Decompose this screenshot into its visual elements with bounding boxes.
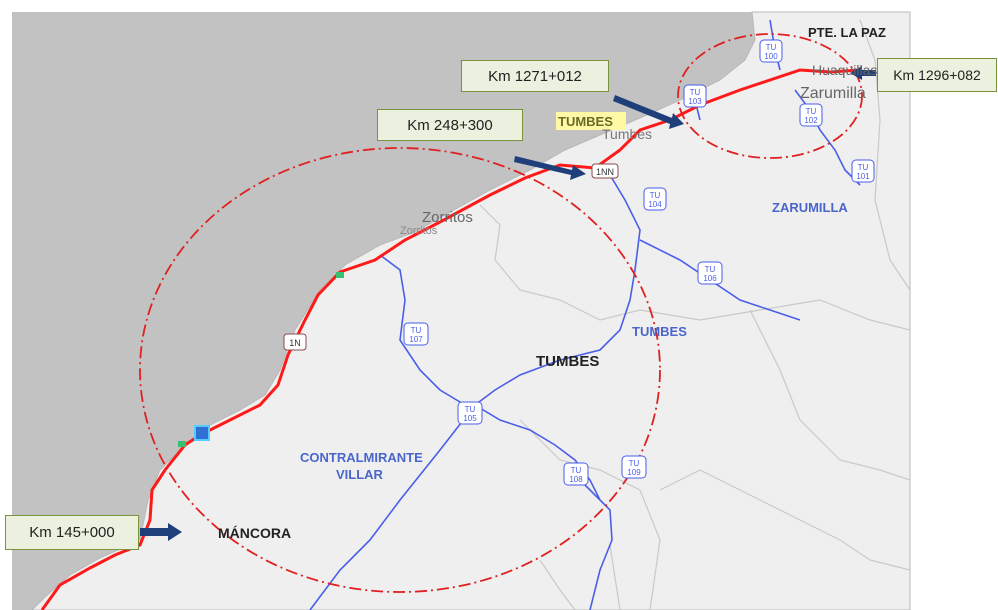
arrow-km-248 (514, 156, 586, 180)
callout-km-1296-text: Km 1296+082 (893, 67, 981, 83)
svg-text:TU: TU (806, 107, 817, 116)
label-mancora: MÁNCORA (218, 525, 291, 541)
svg-text:105: 105 (463, 414, 477, 423)
land-area (31, 11, 911, 610)
svg-text:TU: TU (465, 405, 476, 414)
svg-text:TU: TU (690, 88, 701, 97)
svg-text:107: 107 (409, 335, 423, 344)
green-marker (178, 441, 186, 447)
label-region-zarumilla: ZARUMILLA (772, 200, 848, 215)
arrow-km-145 (140, 523, 182, 541)
area-of-influence-circle-large (139, 147, 661, 593)
svg-text:1NN: 1NN (596, 167, 614, 177)
svg-text:TU: TU (766, 43, 777, 52)
label-tumbes-city-sub: Tumbes (602, 126, 652, 142)
shield-1nn: 1NN (591, 163, 619, 179)
svg-text:103: 103 (688, 97, 702, 106)
label-zorritos-sub: Zorritos (400, 225, 438, 237)
pointer-arrows (140, 66, 876, 541)
label-zarumilla-town: Zarumilla (800, 85, 866, 102)
svg-text:1N: 1N (289, 338, 301, 348)
shield-tu-109: TU 109 (621, 455, 647, 479)
svg-text:101: 101 (856, 172, 870, 181)
svg-text:109: 109 (627, 468, 641, 477)
shield-tu-107: TU 107 (403, 322, 429, 346)
green-marker (336, 272, 344, 278)
svg-text:TU: TU (629, 459, 640, 468)
label-zorritos: Zorritos (422, 209, 473, 226)
shield-tu-108: TU 108 (563, 462, 589, 486)
svg-text:102: 102 (804, 116, 818, 125)
shield-1n: 1N (283, 333, 307, 351)
shield-tu-100: TU 100 (759, 39, 783, 63)
svg-text:TU: TU (858, 163, 869, 172)
label-region-tumbes-province: TUMBES (632, 324, 687, 339)
svg-text:TU: TU (411, 326, 422, 335)
callout-km-1271-text: Km 1271+012 (488, 67, 582, 85)
callout-km-1271: Km 1271+012 (461, 60, 609, 92)
shield-tu-104: TU 104 (643, 187, 667, 211)
callout-km-248: Km 248+300 (377, 109, 523, 141)
arrow-km-1271 (613, 95, 684, 129)
shield-tu-102: TU 102 (799, 103, 823, 127)
arrow-km-1296 (850, 66, 876, 80)
label-pte-la-paz: PTE. LA PAZ (808, 25, 886, 40)
label-tumbes-city: TUMBES (558, 114, 613, 129)
area-of-influence-circle-small (677, 33, 863, 159)
label-region-villar: VILLAR (336, 467, 384, 482)
svg-text:TU: TU (571, 466, 582, 475)
shield-tu-105: TU 105 (457, 401, 483, 425)
shield-tu-106: TU 106 (697, 261, 723, 285)
tumbes-highlight (556, 112, 626, 130)
shield-tu-101: TU 101 (851, 159, 875, 183)
svg-text:104: 104 (648, 200, 662, 209)
label-huaquillas: Huaquillas (812, 62, 877, 78)
admin-boundaries (479, 19, 911, 610)
callout-km-145-text: Km 145+000 (29, 524, 115, 541)
callout-km-145: Km 145+000 (5, 515, 139, 550)
callout-km-1296: Km 1296+082 (877, 58, 997, 92)
point-marker (194, 425, 210, 441)
svg-text:100: 100 (764, 52, 778, 61)
shield-tu-103: TU 103 (683, 84, 707, 108)
svg-text:108: 108 (569, 475, 583, 484)
label-region-contralmirante: CONTRALMIRANTE (300, 450, 423, 465)
svg-text:106: 106 (703, 274, 717, 283)
map-labels: PTE. LA PAZ TUMBES Tumbes Zorritos Zorri… (218, 25, 886, 541)
svg-text:TU: TU (705, 265, 716, 274)
label-region-tumbes-department: TUMBES (536, 353, 599, 370)
callout-km-248-text: Km 248+300 (407, 116, 493, 134)
road-shields: 1N 1NN TU 104 TU 103 TU 100 TU 102 TU (283, 39, 875, 486)
svg-text:TU: TU (650, 191, 661, 200)
